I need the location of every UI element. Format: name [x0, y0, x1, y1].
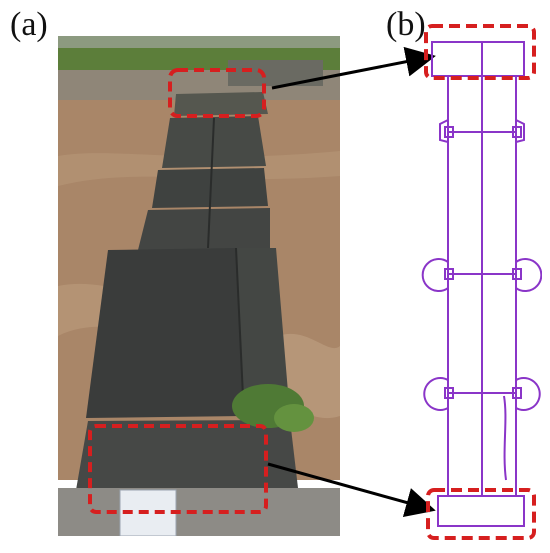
weed-patch	[274, 404, 314, 432]
arrow-icon	[267, 462, 436, 518]
water-ripple	[58, 151, 340, 186]
joint	[512, 387, 522, 399]
stone-slab	[76, 420, 298, 490]
side-notch	[439, 119, 449, 143]
end-cap-top	[431, 41, 525, 77]
label-a: (a)	[10, 6, 48, 43]
joint	[444, 126, 454, 138]
slab-seam	[235, 247, 245, 419]
pier-bulge	[515, 377, 541, 411]
slab-seam	[207, 117, 215, 249]
ground	[58, 488, 340, 536]
bridge-diagram	[421, 24, 542, 540]
pier-bulge	[421, 258, 449, 292]
road-strip	[58, 36, 340, 48]
bottom-highlight-box	[88, 424, 268, 514]
stone-slab-large	[86, 248, 244, 418]
diagram-bottom-highlight	[426, 488, 536, 540]
stone-slab	[162, 116, 266, 168]
joint	[444, 387, 454, 399]
side-notch	[515, 119, 525, 143]
top-highlight-box	[168, 68, 266, 118]
joint	[512, 268, 522, 280]
diagram-top-highlight	[424, 24, 536, 80]
photo-scene	[58, 36, 340, 536]
stone-slab	[138, 208, 270, 250]
label-b: (b)	[386, 6, 426, 43]
stone-slab	[236, 248, 290, 418]
arrow-icon	[271, 46, 436, 90]
crack-line	[503, 395, 507, 481]
bridge-photo	[58, 36, 340, 536]
end-cap-bottom	[437, 495, 525, 527]
joint	[444, 268, 454, 280]
pier-bulge	[515, 258, 542, 292]
pier-bulge	[423, 377, 449, 411]
joint	[512, 126, 522, 138]
stone-slab	[174, 92, 268, 116]
photo-overlay	[88, 68, 268, 514]
